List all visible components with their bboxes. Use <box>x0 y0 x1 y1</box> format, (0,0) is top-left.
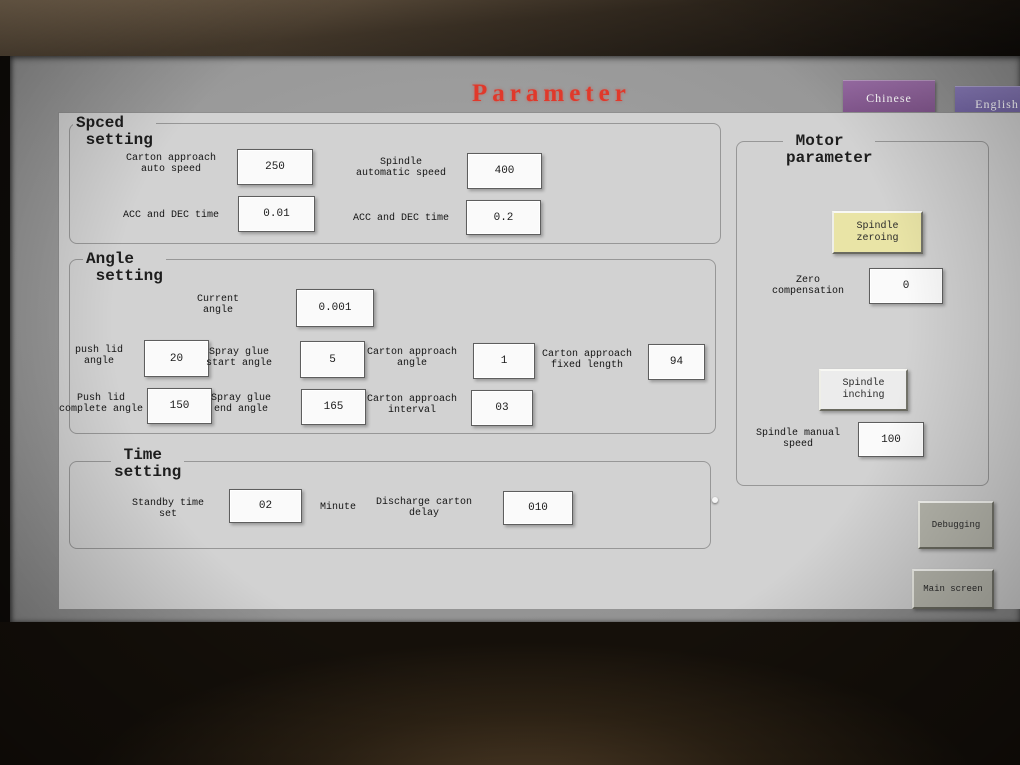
discharge-carton-delay-field[interactable]: 010 <box>503 491 573 525</box>
speed-setting-header: Spced setting <box>73 115 156 149</box>
carton-approach-angle-field[interactable]: 1 <box>473 343 535 379</box>
carton-approach-interval-label: Carton approach interval <box>366 394 457 416</box>
spindle-manual-speed-field[interactable]: 100 <box>858 422 924 457</box>
hmi-screen: Parameter Chinese English Spced setting … <box>10 56 1020 622</box>
carton-approach-interval-field[interactable]: 03 <box>471 390 533 426</box>
monitor-bezel-left <box>0 56 10 622</box>
standby-time-set-label: Standby time set <box>131 498 204 520</box>
spray-glue-end-angle-label: Spray glue end angle <box>210 393 271 415</box>
speed-setting-group <box>69 123 721 244</box>
monitor-bezel-bottom <box>0 622 1020 765</box>
carton-approach-angle-label: Carton approach angle <box>366 347 457 369</box>
carton-approach-auto-speed-label: Carton approach auto speed <box>125 153 216 175</box>
angle-setting-header: Angle setting <box>83 251 166 285</box>
main-panel: Spced setting Carton approach auto speed… <box>58 112 1020 609</box>
cursor-dot <box>712 497 718 503</box>
main-screen-button[interactable]: Main screen <box>912 569 994 609</box>
motor-parameter-header: Motor parameter <box>783 133 876 167</box>
spindle-automatic-speed-field[interactable]: 400 <box>467 153 542 189</box>
acc-dec-time-1-label: ACC and DEC time <box>122 210 219 221</box>
debugging-button[interactable]: Debugging <box>918 501 994 549</box>
push-lid-complete-angle-field[interactable]: 150 <box>147 388 212 424</box>
minute-unit-label: Minute <box>319 502 356 513</box>
push-lid-complete-angle-label: Push lid complete angle <box>59 393 144 415</box>
current-angle-field[interactable]: 0.001 <box>296 289 374 327</box>
standby-time-set-field[interactable]: 02 <box>229 489 302 523</box>
push-lid-angle-label: push lid angle <box>74 345 123 367</box>
time-setting-header: Time setting <box>111 447 185 481</box>
carton-approach-fixed-length-field[interactable]: 94 <box>648 344 705 380</box>
spindle-manual-speed-label: Spindle manual speed <box>755 428 840 450</box>
acc-dec-time-2-field[interactable]: 0.2 <box>466 200 541 235</box>
monitor-bezel-top <box>0 0 1020 56</box>
chinese-language-button[interactable]: Chinese <box>843 80 935 117</box>
zero-compensation-label: Zero compensation <box>771 275 844 297</box>
carton-approach-auto-speed-field[interactable]: 250 <box>237 149 313 185</box>
spray-glue-start-angle-field[interactable]: 5 <box>300 341 365 378</box>
carton-approach-fixed-length-label: Carton approach fixed length <box>541 349 632 371</box>
spindle-zeroing-button[interactable]: Spindle zeroing <box>832 211 923 254</box>
spindle-automatic-speed-label: Spindle automatic speed <box>355 157 446 179</box>
spray-glue-start-angle-label: Spray glue start angle <box>205 347 272 369</box>
spindle-inching-button[interactable]: Spindle inching <box>819 369 908 411</box>
spray-glue-end-angle-field[interactable]: 165 <box>301 389 366 425</box>
acc-dec-time-2-label: ACC and DEC time <box>352 213 449 224</box>
push-lid-angle-field[interactable]: 20 <box>144 340 209 377</box>
time-setting-group <box>69 461 711 549</box>
angle-setting-group <box>69 259 716 434</box>
discharge-carton-delay-label: Discharge carton delay <box>375 497 472 519</box>
current-angle-label: Current angle <box>196 294 239 316</box>
zero-compensation-field[interactable]: 0 <box>869 268 943 304</box>
page-title: Parameter <box>472 80 631 107</box>
acc-dec-time-1-field[interactable]: 0.01 <box>238 196 315 232</box>
